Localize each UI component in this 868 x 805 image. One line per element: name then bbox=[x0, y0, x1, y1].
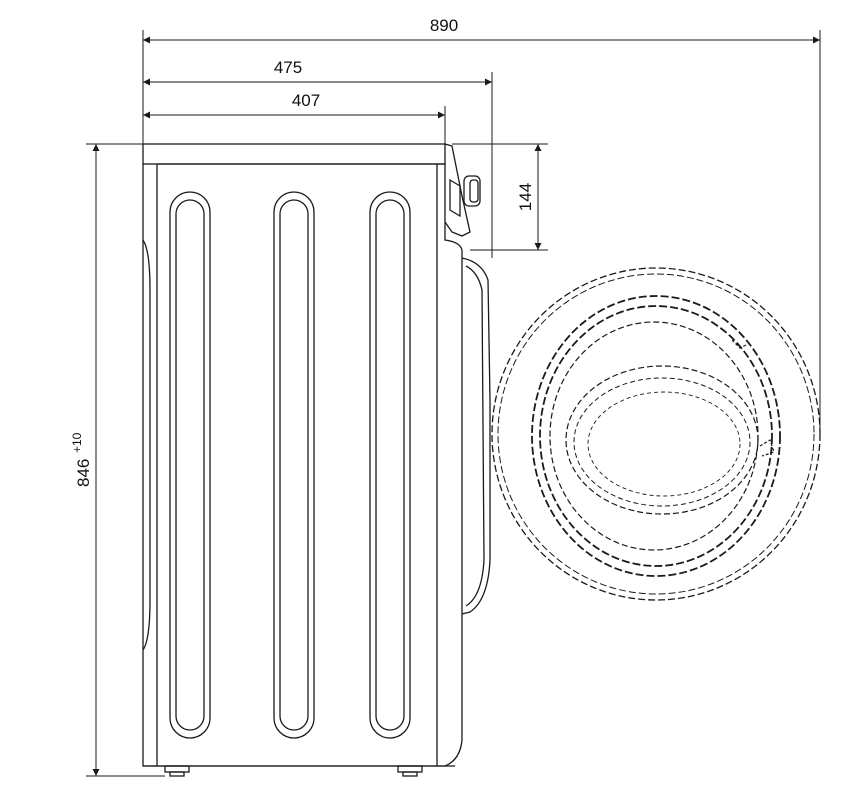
door-middle-ring bbox=[531, 295, 781, 577]
foot-front bbox=[397, 765, 423, 773]
control-panel bbox=[444, 143, 481, 237]
top-lid bbox=[142, 143, 446, 165]
door-inner-ring bbox=[549, 321, 759, 551]
dim-846-label: 846 bbox=[74, 459, 93, 487]
foot-rear bbox=[164, 765, 190, 773]
control-knob bbox=[463, 175, 481, 207]
door-outer-ring-2 bbox=[497, 273, 815, 595]
groove-1 bbox=[169, 191, 211, 739]
dim-846-label-group: 846 +10 bbox=[70, 432, 93, 487]
door-glass-outer bbox=[565, 365, 759, 515]
open-door-swing bbox=[491, 267, 821, 601]
dimension-lines bbox=[86, 30, 821, 777]
control-panel-face bbox=[444, 143, 471, 237]
groove-3 bbox=[369, 191, 411, 739]
groove-2 bbox=[273, 191, 315, 739]
cabinet-outline bbox=[142, 163, 438, 767]
groove-3-inner bbox=[375, 199, 405, 731]
door-glass-centre bbox=[587, 391, 741, 497]
door-latch-notch bbox=[731, 339, 749, 349]
foot-rear-pad bbox=[169, 771, 185, 777]
dim-144-label: 144 bbox=[516, 183, 535, 211]
dim-890-label: 890 bbox=[430, 16, 458, 35]
groove-2-inner bbox=[279, 199, 309, 731]
control-knob-cap bbox=[469, 179, 479, 203]
door-middle-ring-2 bbox=[539, 305, 773, 567]
rear-bulge bbox=[142, 239, 151, 651]
side-panel-grooves bbox=[169, 191, 411, 739]
machine-body bbox=[142, 143, 491, 777]
control-display bbox=[449, 178, 461, 218]
door-hinge-notch bbox=[759, 439, 775, 457]
foot-front-pad bbox=[402, 771, 418, 777]
groove-1-inner bbox=[175, 199, 205, 731]
door-side-profile-inner bbox=[465, 265, 485, 607]
dim-407-label: 407 bbox=[292, 91, 320, 110]
door-side-profile bbox=[461, 257, 491, 615]
door-glass-inner bbox=[573, 377, 751, 507]
door-outer-ring bbox=[491, 267, 821, 601]
dim-846-tolerance: +10 bbox=[70, 432, 84, 453]
front-panel bbox=[437, 163, 463, 767]
dim-475-label: 475 bbox=[274, 58, 302, 77]
